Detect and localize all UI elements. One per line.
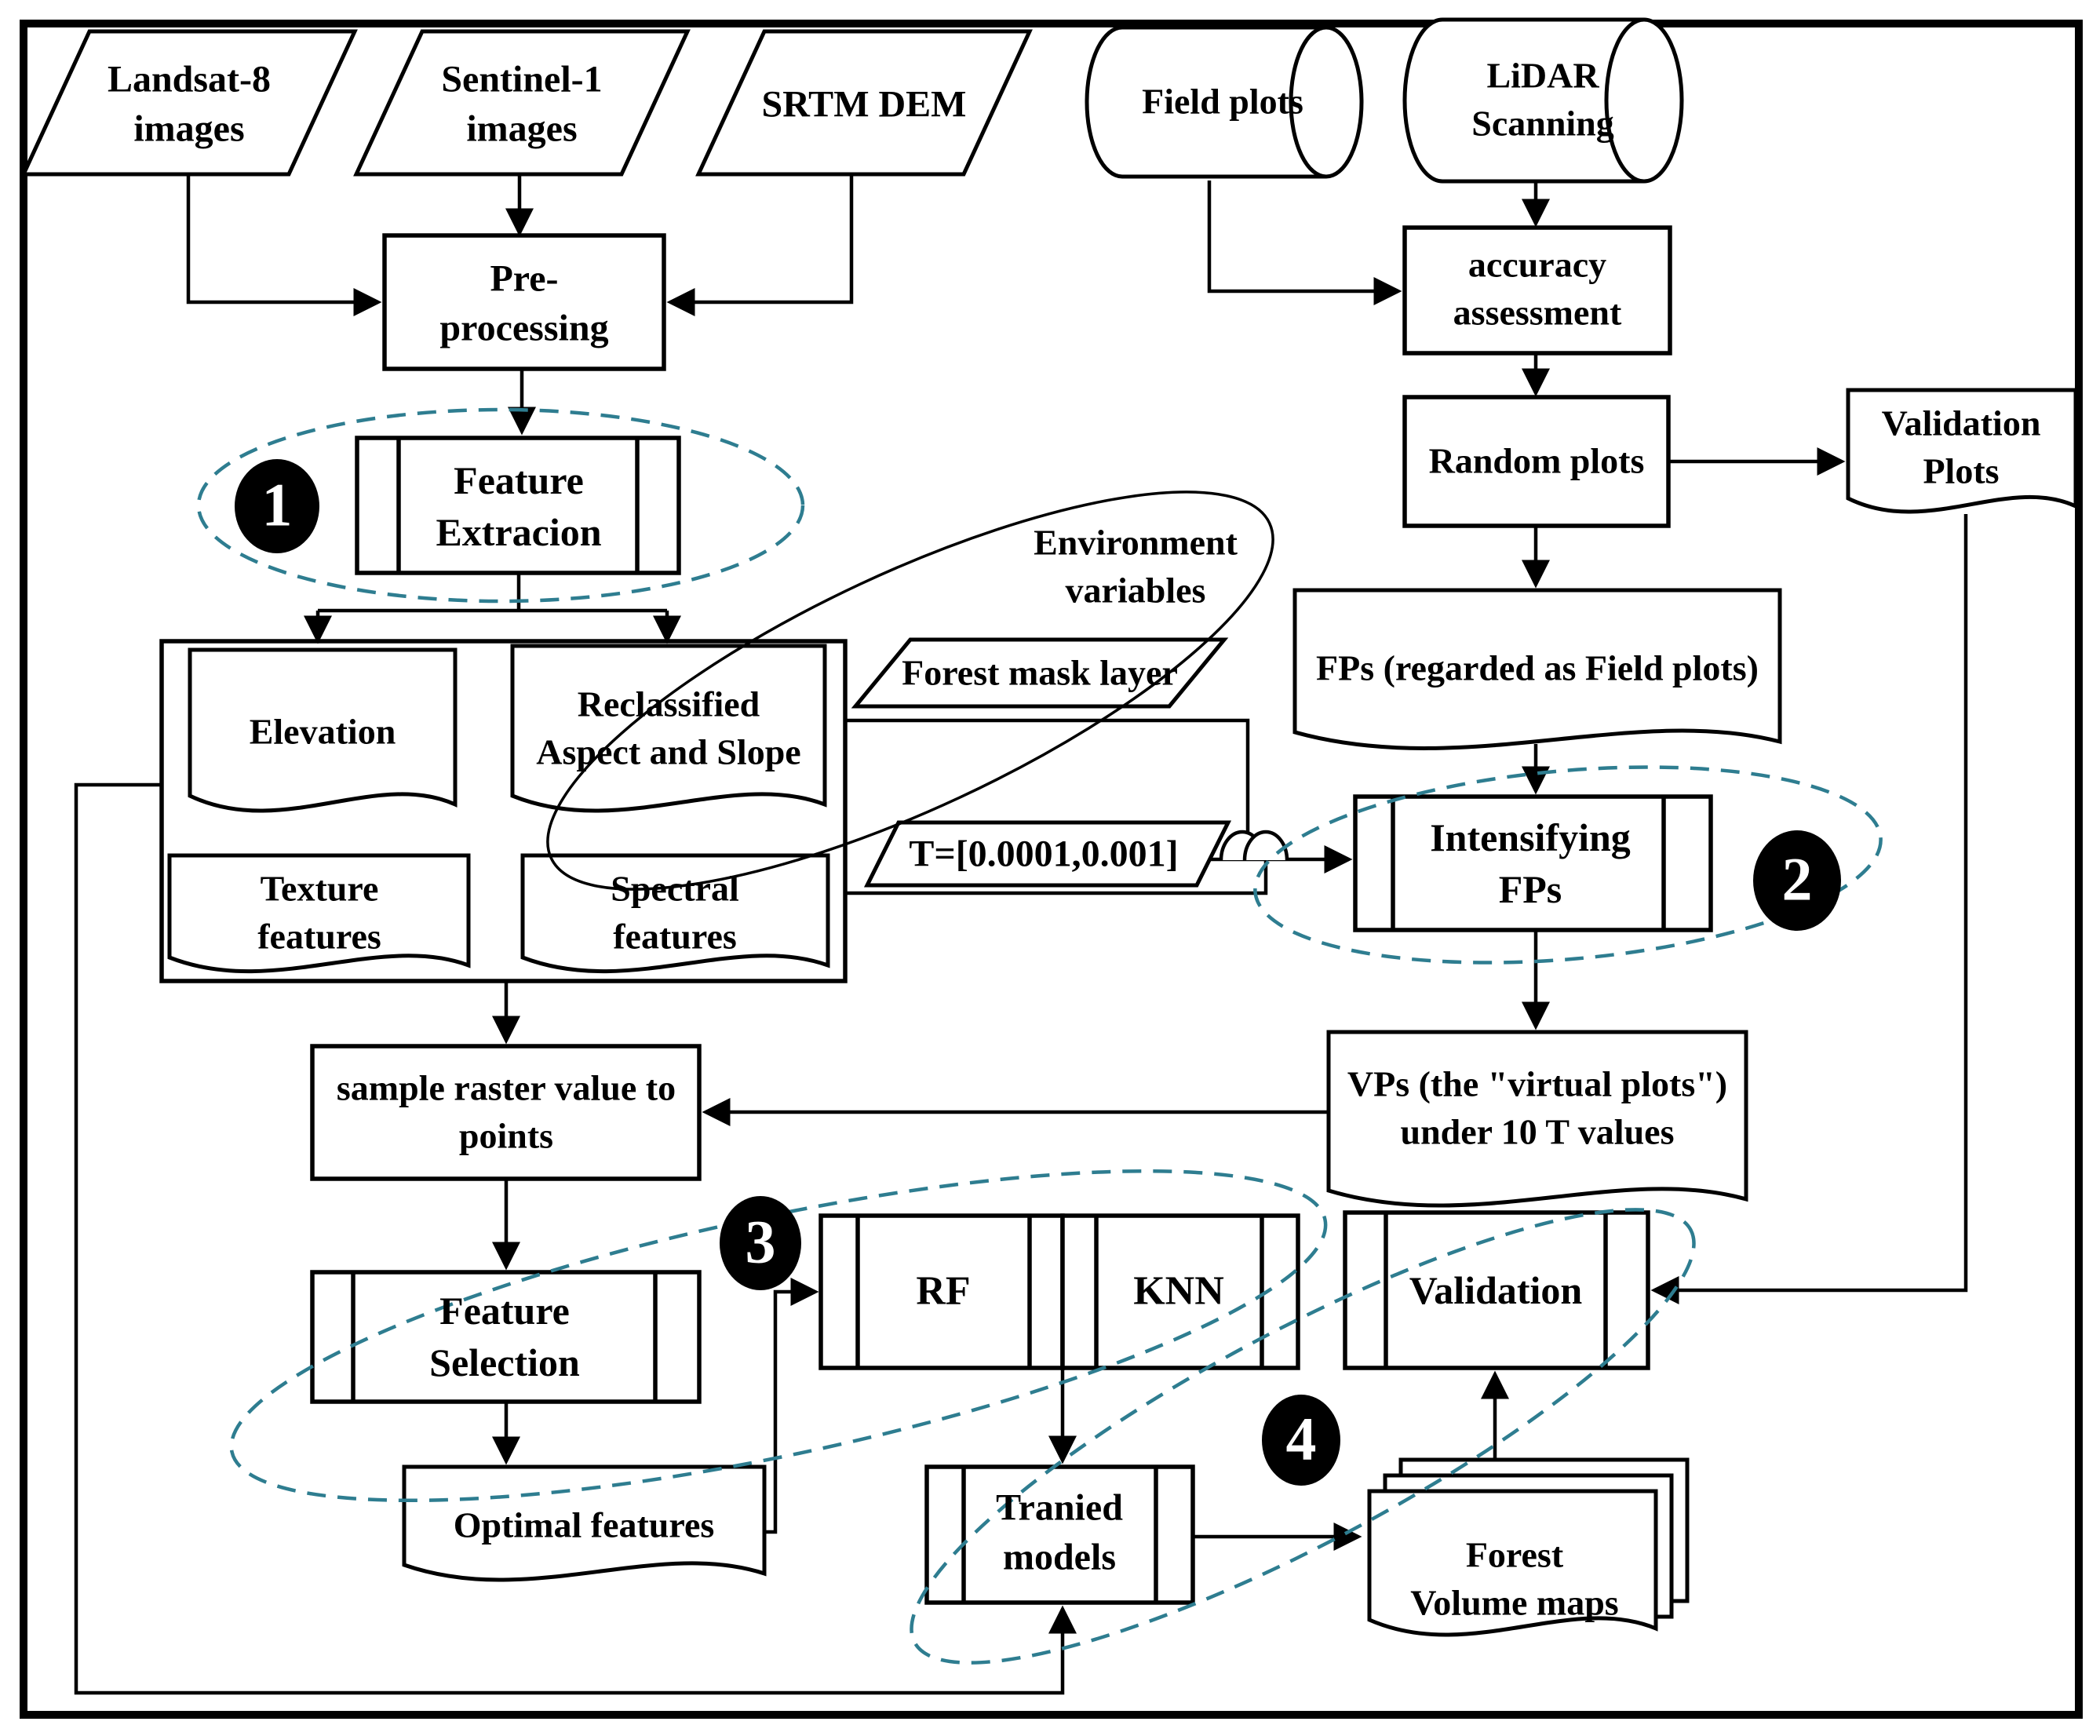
knn-box bbox=[1060, 1213, 1300, 1370]
arrow-landsat-to-preprocessing bbox=[186, 176, 382, 316]
field-plots-cylinder bbox=[1085, 25, 1364, 179]
feature-extraction-box bbox=[355, 436, 681, 575]
lidar-label: LiDAR Scanning bbox=[1471, 55, 1614, 143]
step2-badge-icon bbox=[1753, 830, 1841, 931]
features-group-box bbox=[159, 639, 848, 983]
intensifying-label: Intensifying FPs bbox=[1430, 815, 1631, 911]
elevation-document bbox=[188, 647, 458, 813]
step4-dashed-ellipse bbox=[910, 1208, 1696, 1665]
step4-badge-icon bbox=[1262, 1395, 1340, 1486]
t-range-label: T=[0.0001,0.001] bbox=[909, 833, 1179, 875]
knn-label: KNN bbox=[1133, 1268, 1224, 1314]
outer-border bbox=[20, 20, 2083, 1719]
preprocessing-box bbox=[382, 233, 666, 371]
reclassified-document bbox=[510, 644, 827, 813]
arrow-fieldplots-to-accuracy bbox=[1207, 181, 1402, 305]
validation-label: Validation bbox=[1409, 1268, 1583, 1312]
sample-raster-label: sample raster value to points bbox=[336, 1067, 676, 1155]
step2-badge-number: 2 bbox=[1781, 844, 1813, 914]
rf-box bbox=[818, 1213, 1065, 1370]
validation-plots-label: Validation Plots bbox=[1881, 403, 2041, 491]
validation-plots-document bbox=[1846, 388, 2078, 514]
sentinel-parallelogram bbox=[353, 29, 691, 177]
accuracy-assessment-box bbox=[1402, 225, 1672, 356]
line-validationplots-to-validation bbox=[1650, 514, 1968, 1304]
step2-dashed-ellipse bbox=[1253, 765, 1883, 965]
step1-badge-icon bbox=[235, 459, 319, 553]
reclassified-label: Reclassified Aspect and Slope bbox=[536, 684, 801, 771]
trained-models-label: Tranied models bbox=[996, 1486, 1123, 1578]
forest-mask-label: Forest mask layer bbox=[902, 652, 1178, 693]
step1-dashed-ellipse bbox=[196, 407, 805, 604]
volume-maps-label: Forest Volume maps bbox=[1410, 1534, 1619, 1622]
feedback-loop-to-trained bbox=[74, 782, 1077, 1695]
arrow-srtm-to-preprocessing bbox=[666, 176, 854, 316]
feature-extraction-label: Feature Extracion bbox=[436, 458, 602, 554]
accuracy-label: accuracy assessment bbox=[1453, 244, 1622, 332]
step1-badge-number: 1 bbox=[261, 470, 293, 539]
vps-document bbox=[1326, 1030, 1748, 1208]
srtm-label: SRTM DEM bbox=[761, 83, 967, 126]
vps-label: VPs (the "virtual plots") under 10 T val… bbox=[1347, 1063, 1728, 1151]
texture-label: Texture features bbox=[257, 868, 381, 956]
forest-mask-parallelogram bbox=[851, 637, 1229, 709]
step4-badge-number: 4 bbox=[1285, 1404, 1317, 1473]
spectral-document bbox=[520, 853, 830, 974]
feature-extraction-split-line bbox=[318, 573, 667, 613]
field-plots-label: Field plots bbox=[1142, 81, 1303, 122]
t-range-parallelogram bbox=[863, 820, 1232, 888]
optimal-features-document bbox=[402, 1464, 767, 1582]
landsat-parallelogram bbox=[20, 29, 358, 177]
environment-label: Environment variables bbox=[1034, 522, 1238, 610]
rf-label: RF bbox=[916, 1268, 971, 1314]
line-forestmask-junction bbox=[845, 718, 1250, 859]
srtm-parallelogram bbox=[695, 29, 1033, 177]
volume-maps-stack bbox=[1367, 1457, 1690, 1637]
line-spectral-junction bbox=[845, 859, 1268, 895]
step3-badge-number: 3 bbox=[745, 1207, 776, 1276]
arrow-optimal-to-rf bbox=[764, 1278, 819, 1534]
fps-label: FPs (regarded as Field plots) bbox=[1316, 647, 1759, 688]
line-hop-bridge bbox=[1219, 830, 1289, 861]
optimal-features-label: Optimal features bbox=[453, 1504, 715, 1545]
feature-selection-label: Feature Selection bbox=[429, 1289, 580, 1384]
feature-selection-box bbox=[310, 1270, 702, 1404]
volume-maps-document-front bbox=[1367, 1489, 1658, 1637]
elevation-label: Elevation bbox=[249, 711, 396, 752]
lidar-scanning-cylinder bbox=[1402, 17, 1684, 184]
environment-variables-ellipse bbox=[546, 491, 1274, 891]
landsat-label: Landsat-8 images bbox=[107, 58, 272, 150]
intensifying-fps-box bbox=[1353, 794, 1713, 932]
preprocessing-label: Pre- processing bbox=[439, 257, 609, 349]
texture-document bbox=[167, 853, 471, 974]
validation-box bbox=[1343, 1210, 1650, 1370]
sentinel-label: Sentinel-1 images bbox=[441, 58, 603, 150]
spectral-label: Spectral features bbox=[611, 868, 739, 956]
step3-dashed-ellipse bbox=[229, 1169, 1328, 1503]
sample-raster-box bbox=[310, 1044, 702, 1181]
fps-document bbox=[1292, 588, 1782, 750]
random-plots-box bbox=[1402, 395, 1671, 528]
random-plots-label: Random plots bbox=[1428, 440, 1645, 481]
step3-badge-icon bbox=[720, 1196, 801, 1290]
trained-models-box bbox=[924, 1464, 1195, 1605]
